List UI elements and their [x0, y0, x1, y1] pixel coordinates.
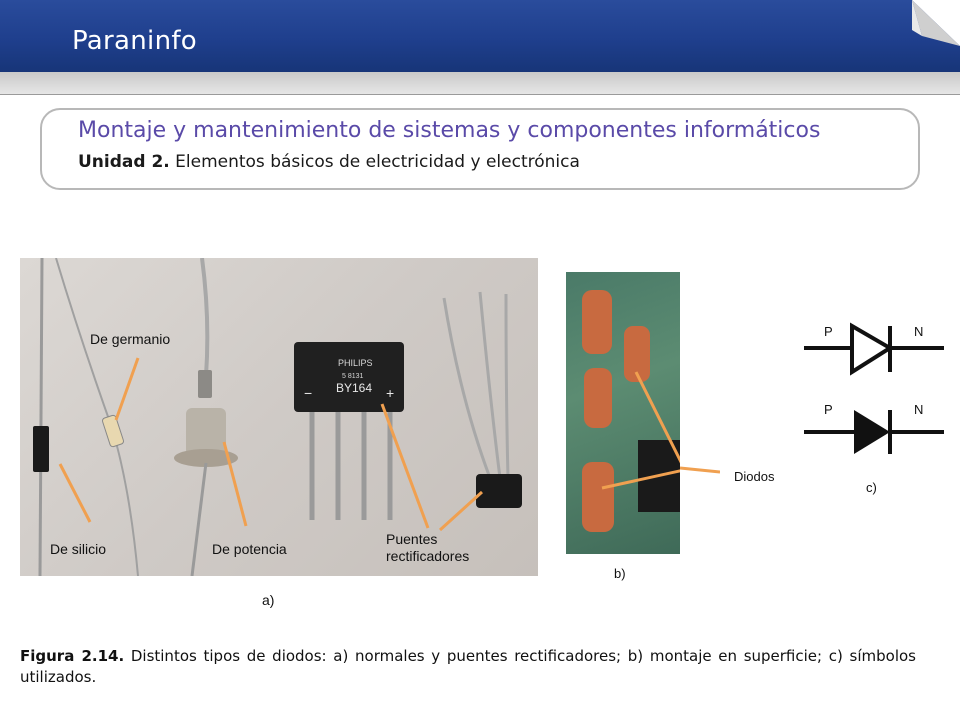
bridge-code: BY164: [336, 381, 372, 395]
small-bridge-body: [476, 474, 522, 508]
symbol-1-anode-label: P: [824, 324, 833, 339]
figure-c-sublabel: c): [866, 480, 877, 495]
bridge-plus: +: [386, 385, 394, 401]
smd-diodes-illustration: [582, 290, 686, 532]
symbol-2-anode-label: P: [824, 402, 833, 417]
header-bar: [0, 0, 960, 72]
label-puentes-line1: Puentes: [386, 531, 438, 547]
header-divider: [0, 72, 960, 95]
book-title: Montaje y mantenimiento de sistemas y co…: [78, 118, 821, 143]
diode-symbol-outline-icon: [804, 322, 944, 376]
title-box: Montaje y mantenimiento de sistemas y co…: [40, 108, 920, 190]
caption-text: Distintos tipos de diodos: a) normales y…: [20, 647, 916, 686]
label-puentes-rectificadores: Puentes rectificadores: [386, 531, 469, 565]
page-curl-icon: [912, 0, 960, 46]
diode-symbol-filled-icon: [804, 410, 944, 454]
symbol-1-cathode-label: N: [914, 324, 923, 339]
label-diodos: Diodos: [734, 469, 775, 484]
bridge-batch: 5 8131: [342, 373, 364, 380]
figure-b-sublabel: b): [614, 566, 626, 581]
brand-logo-text: Paraninfo: [72, 26, 198, 56]
unit-title: Unidad 2. Elementos básicos de electrici…: [78, 152, 580, 172]
figure-a-arrows: [58, 357, 484, 532]
unit-label: Unidad 2.: [78, 152, 170, 172]
smd-diode-2: [624, 326, 650, 382]
power-diode-body: [186, 408, 226, 458]
bridge-minus: −: [304, 385, 312, 401]
caption-label: Figura 2.14.: [20, 647, 125, 665]
smd-diode-4: [582, 462, 614, 532]
diode-symbols-c: P N P N: [804, 322, 944, 454]
symbol-2-cathode-label: N: [914, 402, 923, 417]
figure-b-arrow-ext: [680, 466, 720, 474]
silicon-diode-body: [33, 426, 49, 472]
label-puentes-line2: rectificadores: [386, 548, 470, 564]
figure-a-sublabel: a): [262, 592, 275, 608]
photo-smd-diodes-b: [566, 272, 686, 554]
unit-text: Elementos básicos de electricidad y elec…: [169, 152, 580, 172]
label-de-potencia: De potencia: [212, 541, 287, 557]
smd-diode-3: [584, 368, 612, 428]
smd-diode-1: [582, 290, 612, 354]
photo-diodes-illustration: PHILIPS 5 8131 BY164 − +: [33, 257, 522, 577]
germanium-diode-body: [101, 414, 125, 448]
bridge-rectifier-body: [294, 342, 404, 412]
bridge-brand: PHILIPS: [338, 358, 373, 368]
photo-diodes-a: PHILIPS 5 8131 BY164 − +: [20, 257, 538, 577]
label-de-silicio: De silicio: [50, 541, 107, 557]
figure-caption: Figura 2.14. Distintos tipos de diodos: …: [20, 646, 916, 688]
label-de-germanio: De germanio: [90, 331, 171, 347]
